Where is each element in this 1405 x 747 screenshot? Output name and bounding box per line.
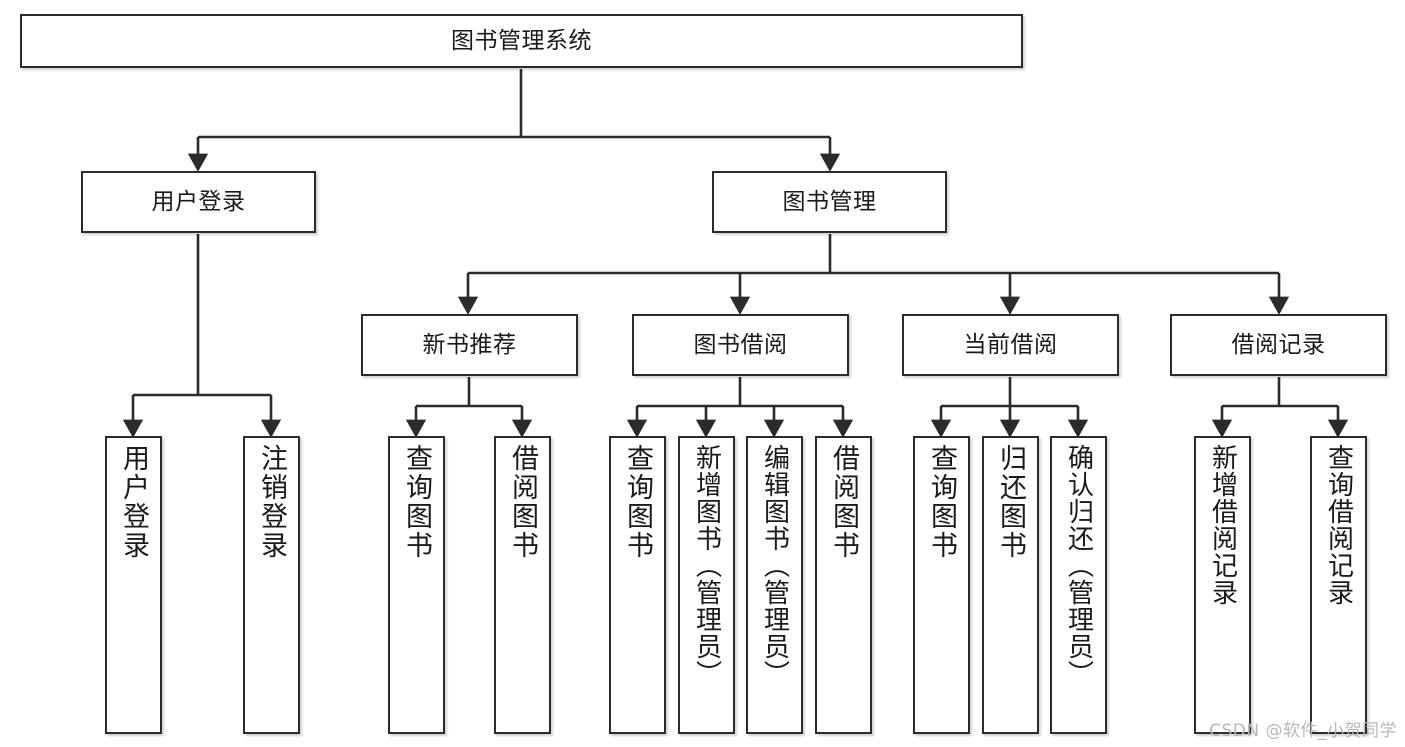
node-leaf-query-record[interactable]: 查询借阅记录 <box>1310 436 1367 734</box>
node-book-manage[interactable]: 图书管理 <box>712 171 947 233</box>
node-leaf-return-book-label: 归还图书 <box>995 444 1026 560</box>
node-current-borrow[interactable]: 当前借阅 <box>902 314 1119 376</box>
node-leaf-query-book-2[interactable]: 查询图书 <box>609 436 666 734</box>
node-leaf-query-record-label: 查询借阅记录 <box>1323 444 1354 606</box>
node-leaf-confirm-return-label: 确认归还（管理员） <box>1063 444 1094 687</box>
node-user-login-label: 用户登录 <box>151 188 246 215</box>
node-leaf-user-login[interactable]: 用户登录 <box>105 436 162 734</box>
node-leaf-logout-login[interactable]: 注销登录 <box>243 436 300 734</box>
node-leaf-borrow-book-1[interactable]: 借阅图书 <box>494 436 551 734</box>
node-leaf-borrow-book-1-label: 借阅图书 <box>507 444 538 560</box>
node-leaf-add-record[interactable]: 新增借阅记录 <box>1194 436 1251 734</box>
node-book-borrow[interactable]: 图书借阅 <box>632 314 849 376</box>
node-root[interactable]: 图书管理系统 <box>20 14 1023 68</box>
node-current-borrow-label: 当前借阅 <box>963 331 1058 358</box>
node-leaf-add-record-label: 新增借阅记录 <box>1207 444 1238 606</box>
node-leaf-user-login-label: 用户登录 <box>118 444 149 560</box>
node-leaf-borrow-book-2[interactable]: 借阅图书 <box>815 436 872 734</box>
node-leaf-add-book-label: 新增图书（管理员） <box>691 444 722 687</box>
node-leaf-edit-book[interactable]: 编辑图书（管理员） <box>746 436 803 734</box>
node-leaf-query-book-1-label: 查询图书 <box>401 444 432 560</box>
node-leaf-borrow-book-2-label: 借阅图书 <box>828 444 859 560</box>
node-leaf-return-book[interactable]: 归还图书 <box>982 436 1039 734</box>
node-book-manage-label: 图书管理 <box>782 188 877 215</box>
node-leaf-add-book[interactable]: 新增图书（管理员） <box>678 436 735 734</box>
node-borrow-record[interactable]: 借阅记录 <box>1170 314 1387 376</box>
node-new-book-recommend-label: 新书推荐 <box>422 331 517 358</box>
node-leaf-query-book-1[interactable]: 查询图书 <box>388 436 445 734</box>
node-book-borrow-label: 图书借阅 <box>693 331 788 358</box>
node-leaf-query-book-3-label: 查询图书 <box>926 444 957 560</box>
node-borrow-record-label: 借阅记录 <box>1231 331 1326 358</box>
node-leaf-query-book-2-label: 查询图书 <box>622 444 653 560</box>
node-leaf-edit-book-label: 编辑图书（管理员） <box>759 444 790 687</box>
node-new-book-recommend[interactable]: 新书推荐 <box>361 314 578 376</box>
node-user-login[interactable]: 用户登录 <box>81 171 316 233</box>
node-leaf-logout-login-label: 注销登录 <box>256 444 287 560</box>
node-leaf-query-book-3[interactable]: 查询图书 <box>913 436 970 734</box>
node-leaf-confirm-return[interactable]: 确认归还（管理员） <box>1050 436 1107 734</box>
node-root-label: 图书管理系统 <box>451 27 592 54</box>
